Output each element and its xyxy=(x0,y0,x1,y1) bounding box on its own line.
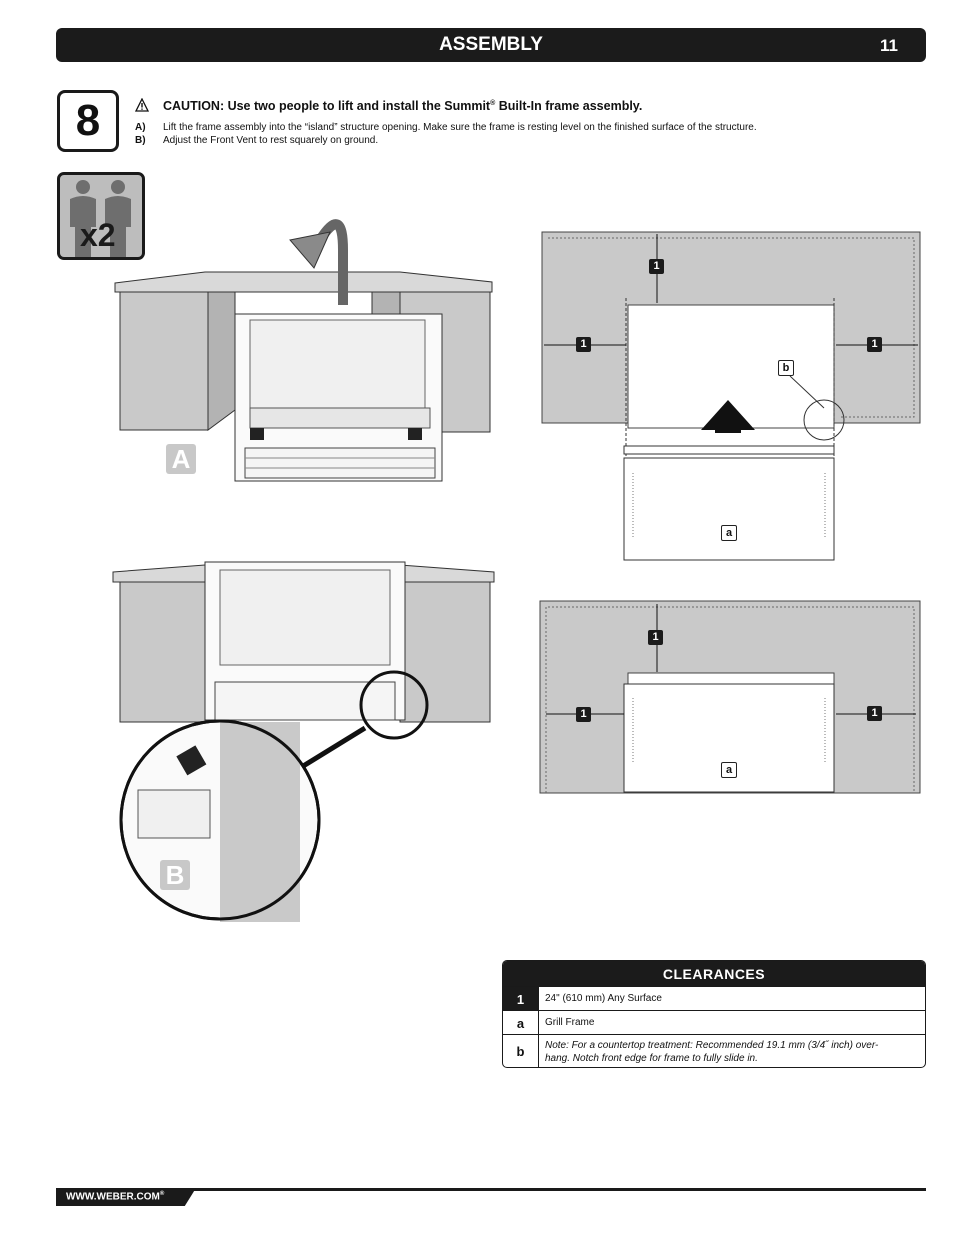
row-key: a xyxy=(503,1011,539,1035)
callout-1-top-2: 1 xyxy=(648,630,663,645)
instruction-b-text: Adjust the Front Vent to rest squarely o… xyxy=(163,135,379,146)
caution-text: CAUTION: Use two people to lift and inst… xyxy=(163,99,643,113)
clearance-diagram-top xyxy=(541,231,921,561)
step-number: 8 xyxy=(57,90,119,152)
figure-b-illustration xyxy=(112,561,495,922)
callout-1-top: 1 xyxy=(649,259,664,274)
table-row: a Grill Frame xyxy=(503,1010,925,1035)
instruction-a-text: Lift the frame assembly into the “island… xyxy=(163,122,757,133)
row-value-line-2: hang. Notch front edge for frame to full… xyxy=(545,1053,758,1064)
warning-icon xyxy=(135,98,149,112)
callout-1-left: 1 xyxy=(576,337,591,352)
row-value-line-1: Note: For a countertop treatment: Recomm… xyxy=(545,1040,879,1051)
clearances-table: CLEARANCES 1 24" (610 mm) Any Surface a … xyxy=(502,960,926,1068)
row-key: 1 xyxy=(503,987,539,1011)
people-count: x2 xyxy=(80,217,116,253)
instruction-a-label: A) xyxy=(135,122,146,133)
figure-b-label: B xyxy=(160,860,190,890)
page-number: 11 xyxy=(880,36,898,55)
callout-1-right: 1 xyxy=(867,337,882,352)
two-people-icon: x2 xyxy=(57,172,145,260)
figure-a-illustration xyxy=(114,219,493,482)
clearance-diagram-bottom xyxy=(539,600,921,794)
instruction-b-label: B) xyxy=(135,135,146,146)
callout-a-top: a xyxy=(721,525,737,541)
table-row: b Note: For a countertop treatment: Reco… xyxy=(503,1034,925,1067)
footer-rule xyxy=(56,1188,926,1191)
callout-a-bottom: a xyxy=(721,762,737,778)
section-header: ASSEMBLY 11 xyxy=(56,28,926,62)
section-title: ASSEMBLY xyxy=(439,34,543,55)
figure-a-label: A xyxy=(166,444,196,474)
footer-tab xyxy=(56,1188,196,1206)
row-value: Grill Frame xyxy=(545,1017,595,1028)
callout-b: b xyxy=(778,360,794,376)
footer-url[interactable]: WWW.WEBER.COM® xyxy=(66,1191,165,1203)
row-key: b xyxy=(503,1035,539,1067)
callout-1-right-2: 1 xyxy=(867,706,882,721)
callout-1-left-2: 1 xyxy=(576,707,591,722)
table-row: 1 24" (610 mm) Any Surface xyxy=(503,986,925,1011)
clearances-title: CLEARANCES xyxy=(503,961,925,986)
row-value: 24" (610 mm) Any Surface xyxy=(545,993,662,1004)
